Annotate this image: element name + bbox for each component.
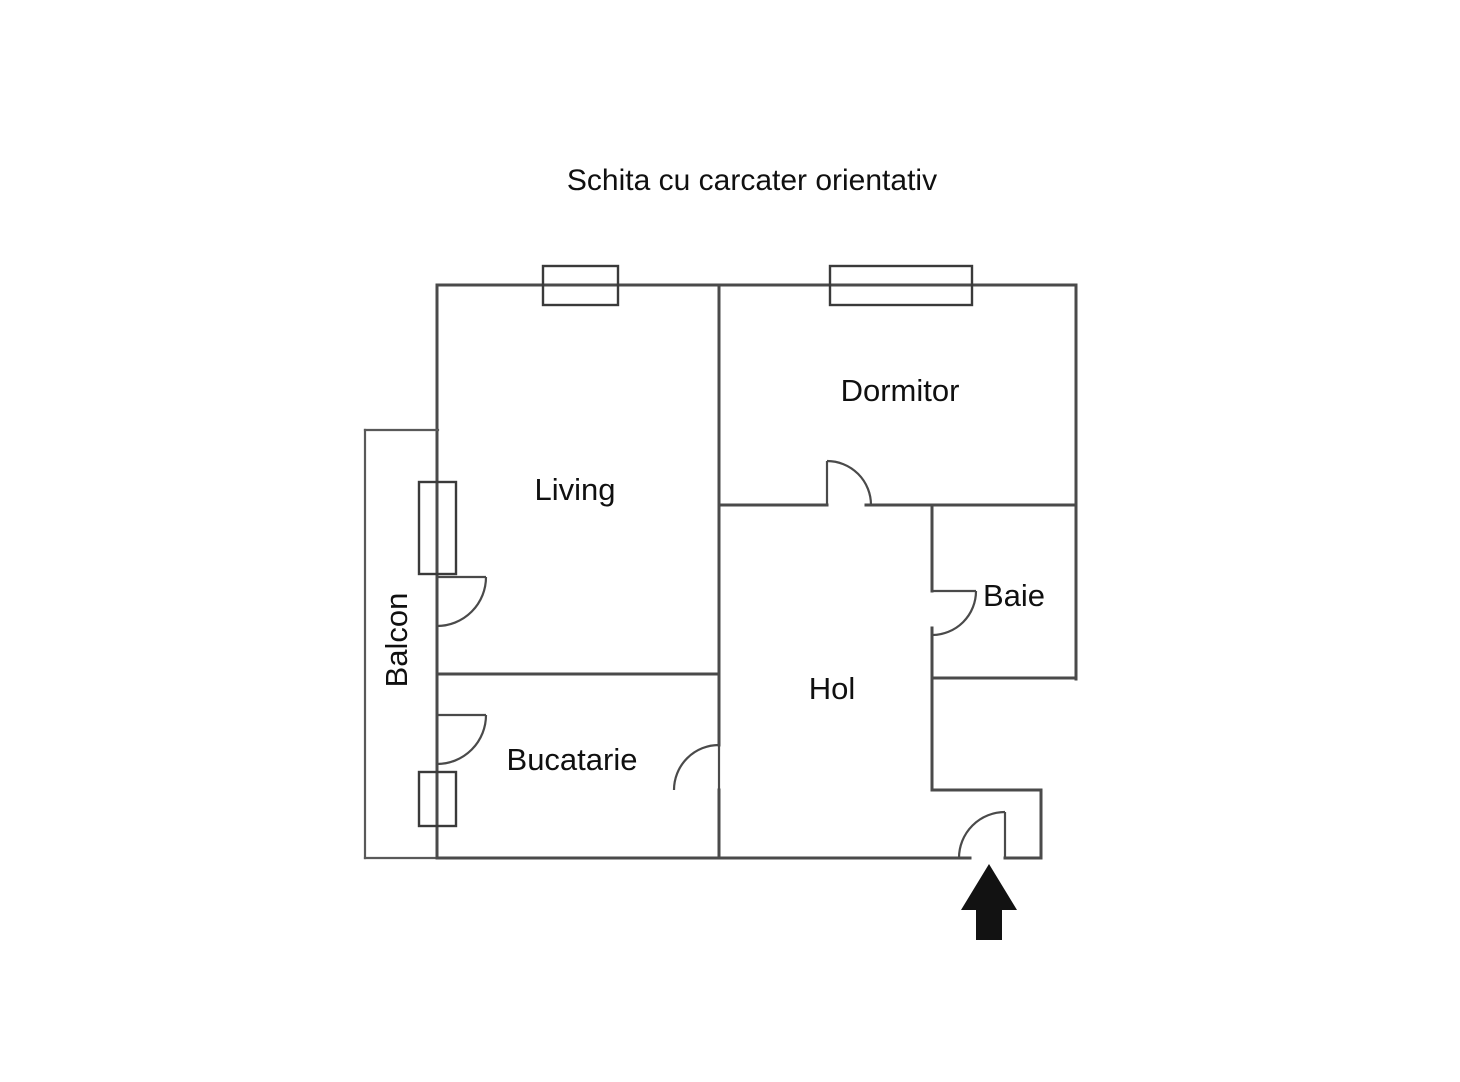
room-label-dormitor: Dormitor xyxy=(841,373,960,408)
window-bucatarie-left xyxy=(417,770,458,828)
room-label-bucatarie: Bucatarie xyxy=(507,742,638,777)
door-bucatarie-balcony xyxy=(436,713,488,766)
entrance-arrow-icon xyxy=(961,864,1017,940)
door-entrance xyxy=(957,810,1007,859)
room-label-balcon: Balcon xyxy=(379,593,414,688)
door-dormitor xyxy=(825,459,873,506)
window-living-left xyxy=(417,480,458,576)
door-living-balcony xyxy=(436,575,488,628)
plan-title: Schita cu carcater orientativ xyxy=(567,164,937,197)
door-bucatarie-hol-arc xyxy=(672,743,720,791)
room-label-hol: Hol xyxy=(809,671,856,706)
window-dormitor-top xyxy=(828,264,974,307)
walls-group xyxy=(363,283,1078,860)
doors-group xyxy=(436,459,1007,859)
room-label-living: Living xyxy=(535,472,616,507)
door-baie xyxy=(931,589,978,637)
door-dormitor-arc xyxy=(826,459,873,506)
door-bucatarie-hol xyxy=(672,743,721,791)
door-living-balcony-arc xyxy=(436,576,488,628)
door-entrance-arc xyxy=(957,810,1006,859)
door-baie-arc xyxy=(931,590,978,637)
door-bucatarie-balcony-arc xyxy=(436,714,488,766)
room-label-baie: Baie xyxy=(983,578,1045,613)
window-living-top xyxy=(541,264,620,307)
windows-group xyxy=(417,264,974,828)
room-labels-group: Living Dormitor Baie Hol Bucatarie Balco… xyxy=(379,373,1045,777)
